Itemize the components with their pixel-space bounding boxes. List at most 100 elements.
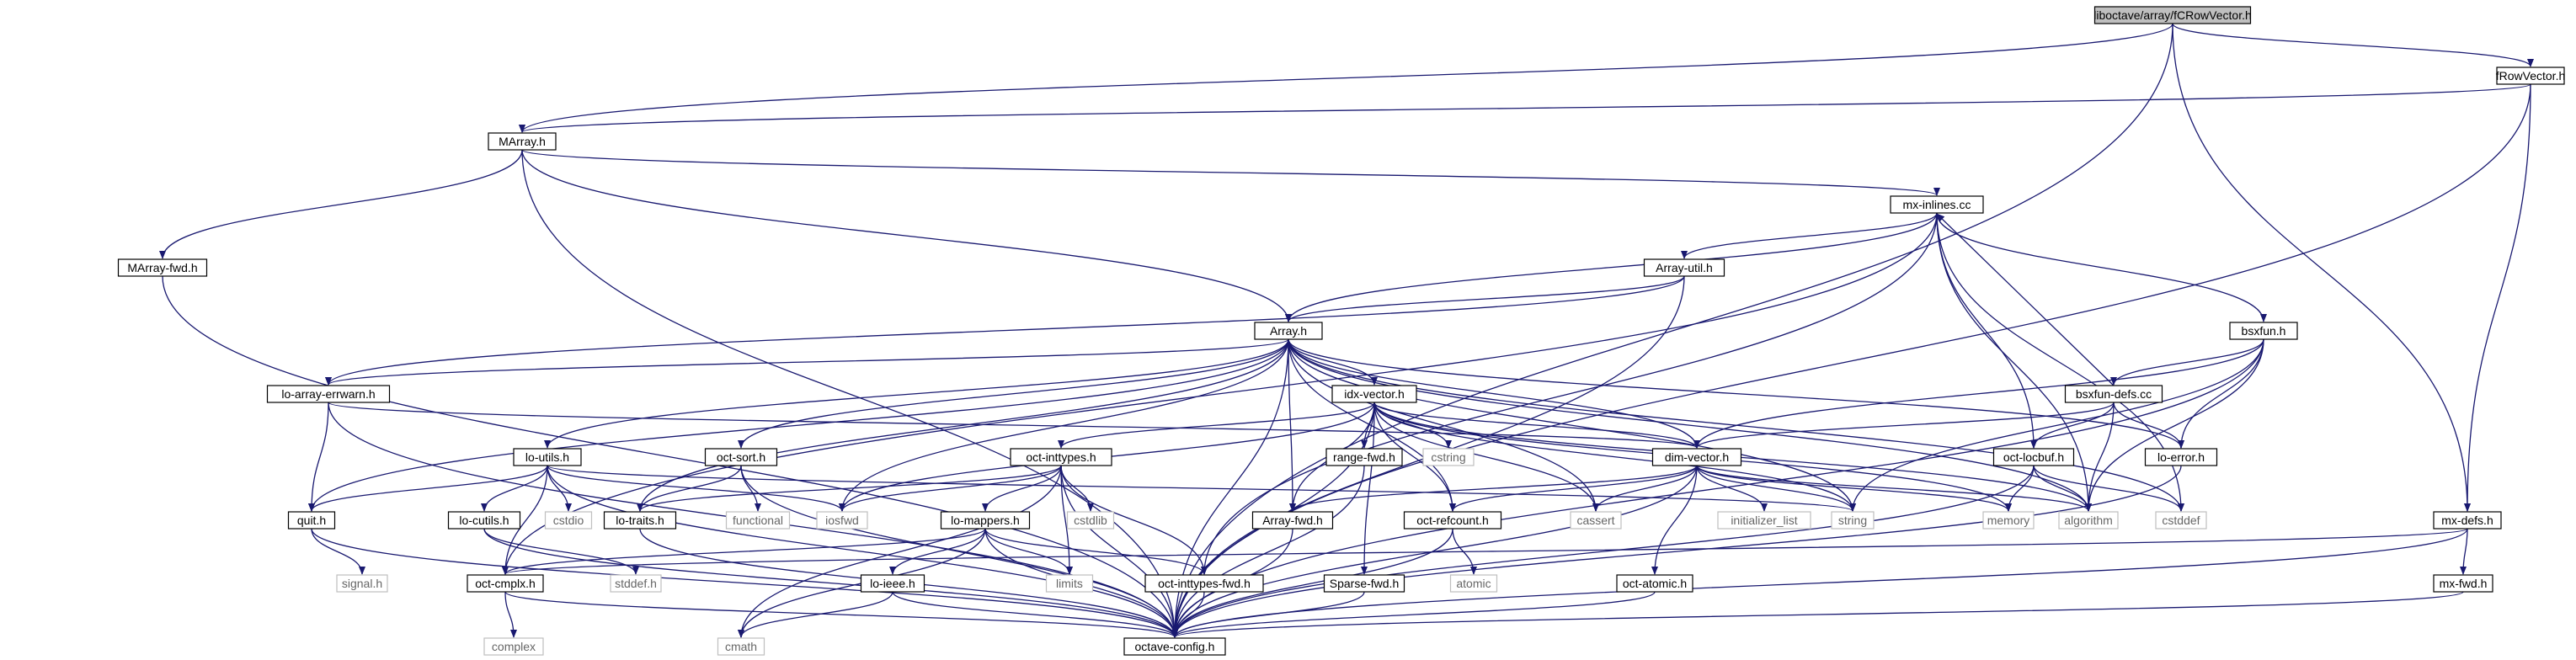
node-label: Sparse-fwd.h	[1330, 577, 1399, 590]
node-lo-error-h[interactable]: lo-error.h	[2144, 448, 2218, 466]
edge-array-to-arrayfwd	[1288, 338, 1296, 512]
node-lo-array-errwarn-h[interactable]: lo-array-errwarn.h	[266, 385, 391, 403]
edge-bsxfundefs-to-dimvector	[1693, 402, 2115, 449]
edge-root-to-octaveconfig	[1171, 23, 2173, 638]
edge-loutils-to-quit	[308, 465, 548, 512]
node-lo-utils-h[interactable]: lo-utils.h	[513, 448, 582, 466]
node-box	[1890, 195, 1984, 214]
node-octave-config-h[interactable]: octave-config.h	[1123, 637, 1226, 656]
edge-idxvector-to-string	[1373, 402, 1856, 512]
edge-arrayutil-to-loarrayerrwarn	[325, 275, 1685, 386]
edge-arrayutil-to-array	[1285, 275, 1685, 322]
node-quit-h[interactable]: quit.h	[287, 511, 336, 530]
edge-bsxfundefs-to-loerror	[2113, 402, 2184, 449]
node-box	[1982, 511, 2035, 530]
edge-loarrayerrwarn-to-dimvector	[328, 402, 1700, 449]
node-label: mx-defs.h	[2441, 514, 2493, 527]
edge-loieee-to-cmath	[738, 591, 893, 638]
edge-frowvector-to-marray	[519, 83, 2531, 133]
node-label: signal.h	[342, 577, 382, 590]
node-oct-refcount-h[interactable]: oct-refcount.h	[1403, 511, 1502, 530]
edge-octinttypes-to-octinttypesfwd	[1060, 465, 1208, 575]
node-oct-cmplx-h[interactable]: oct-cmplx.h	[467, 574, 544, 593]
node-complex: complex	[483, 637, 544, 656]
edge-mxinlines-to-cstddef	[1936, 212, 2184, 512]
node-sparse-fwd-h[interactable]: Sparse-fwd.h	[1323, 574, 1405, 593]
node-iosfwd: iosfwd	[816, 511, 868, 530]
node-label: bsxfun.h	[2242, 324, 2286, 338]
node-box	[1403, 511, 1502, 530]
node-array-h[interactable]: Array.h	[1254, 322, 1323, 340]
edge-bsxfundefs-to-octlocbuf	[2030, 402, 2115, 449]
edge-octsort-to-octaveconfig	[740, 465, 1178, 638]
node-box	[488, 132, 557, 151]
node-label: cmath	[725, 640, 757, 653]
node-box	[336, 574, 388, 593]
edge-marray-to-mxinlines	[521, 149, 1940, 196]
node-functional: functional	[725, 511, 791, 530]
node-bsxfun-h[interactable]: bsxfun.h	[2229, 322, 2298, 340]
node-range-fwd-h[interactable]: range-fwd.h	[1325, 448, 1403, 466]
node-label: initializer_list	[1731, 514, 1797, 527]
node-box	[1449, 574, 1498, 593]
node-label: atomic	[1456, 577, 1491, 590]
edge-array-to-loarrayerrwarn	[325, 338, 1289, 386]
node-lo-ieee-h[interactable]: lo-ieee.h	[860, 574, 925, 593]
edge-octcmplx-to-octaveconfig	[504, 591, 1178, 638]
node-box	[1643, 258, 1725, 277]
node-box	[1144, 574, 1264, 593]
node-liboctave-array-fcrowvector-h[interactable]: liboctave/array/fCRowVector.h	[2093, 6, 2252, 24]
node-box	[2229, 322, 2298, 340]
node-array-fwd-h[interactable]: Array-fwd.h	[1251, 511, 1334, 530]
node-box	[725, 511, 791, 530]
node-label: lo-ieee.h	[870, 577, 915, 590]
edge-octinttypes-to-cmath	[738, 465, 1062, 638]
edge-dimvector-to-octatomic	[1651, 465, 1698, 575]
node-label: MArray.h	[499, 135, 546, 148]
edge-bsxfun-to-string	[1849, 338, 2264, 512]
edge-dimvector-to-string	[1696, 465, 1856, 512]
node-label: mx-fwd.h	[2440, 577, 2488, 590]
node-box	[1331, 385, 1417, 403]
node-lo-mappers-h[interactable]: lo-mappers.h	[940, 511, 1031, 530]
node-dim-vector-h[interactable]: dim-vector.h	[1651, 448, 1742, 466]
node-label: cassert	[1576, 514, 1614, 527]
node-label: quit.h	[297, 514, 326, 527]
edge-bsxfun-to-loerror	[2178, 338, 2264, 449]
node-stddef-h: stddef.h	[610, 574, 662, 593]
edge-loutils-to-iosfwd	[547, 465, 845, 512]
node-mx-fwd-h[interactable]: mx-fwd.h	[2433, 574, 2493, 593]
node-oct-inttypes-h[interactable]: oct-inttypes.h	[1010, 448, 1112, 466]
node-oct-inttypes-fwd-h[interactable]: oct-inttypes-fwd.h	[1144, 574, 1264, 593]
node-label: complex	[492, 640, 536, 653]
node-marray-fwd-h[interactable]: MArray-fwd.h	[117, 258, 208, 277]
edge-mxdefs-to-octcmplx	[502, 528, 2468, 575]
edge-octlocbuf-to-octaveconfig	[1171, 465, 2035, 638]
edge-marrayfwd-to-octaveconfig	[162, 275, 1178, 638]
node-frowvector-h[interactable]: fRowVector.h	[2496, 67, 2566, 85]
node-oct-locbuf-h[interactable]: oct-locbuf.h	[1992, 448, 2075, 466]
node-lo-traits-h[interactable]: lo-traits.h	[603, 511, 677, 530]
node-idx-vector-h[interactable]: idx-vector.h	[1331, 385, 1417, 403]
node-array-util-h[interactable]: Array-util.h	[1643, 258, 1725, 277]
node-mx-defs-h[interactable]: mx-defs.h	[2433, 511, 2502, 530]
node-lo-cutils-h[interactable]: lo-cutils.h	[447, 511, 521, 530]
node-bsxfun-defs-cc[interactable]: bsxfun-defs.cc	[2064, 385, 2163, 403]
node-label: Array.h	[1270, 324, 1307, 338]
node-box	[467, 574, 544, 593]
edge-dimvector-to-initlist	[1696, 465, 1768, 512]
node-oct-sort-h[interactable]: oct-sort.h	[704, 448, 778, 466]
node-oct-atomic-h[interactable]: oct-atomic.h	[1616, 574, 1693, 593]
edge-octcmplx-to-complex	[504, 591, 517, 638]
node-label: oct-locbuf.h	[2003, 450, 2064, 464]
node-label: bsxfun-defs.cc	[2076, 387, 2152, 401]
node-box	[266, 385, 391, 403]
edge-bsxfun-to-dimvector	[1693, 338, 2264, 449]
node-marray-h[interactable]: MArray.h	[488, 132, 557, 151]
node-mx-inlines-cc[interactable]: mx-inlines.cc	[1890, 195, 1984, 214]
edge-octinttypes-to-limits	[1060, 465, 1073, 575]
node-box	[717, 637, 765, 656]
edge-dimvector-to-cassert	[1592, 465, 1698, 512]
edge-octlocbuf-to-algorithm	[2033, 465, 2092, 512]
node-label: lo-traits.h	[616, 514, 664, 527]
